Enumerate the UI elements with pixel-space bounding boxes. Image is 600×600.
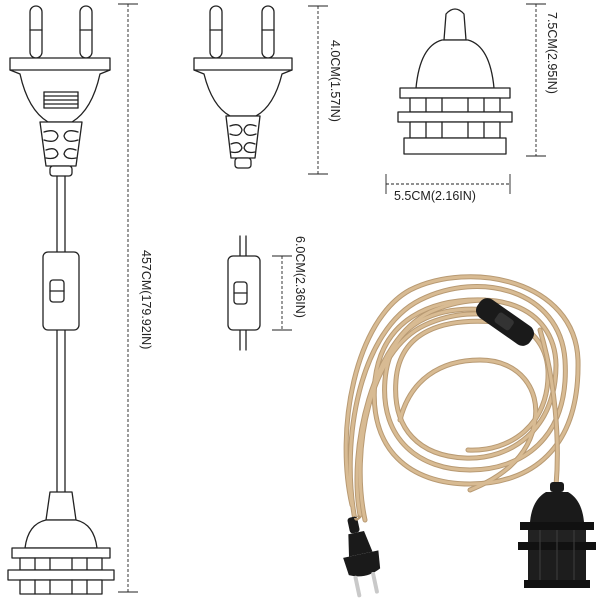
plug-height-dimension: 4.0CM(1.57IN) bbox=[308, 5, 342, 175]
full-assembly-drawing: 457CM(179.92IN) bbox=[7, 3, 153, 595]
socket-height-dimension: 7.5CM(2.95IN) bbox=[526, 3, 559, 157]
lamp-socket-icon bbox=[7, 491, 115, 595]
socket-detail-drawing: 7.5CM(2.95IN) 5.5CM(2.16IN) bbox=[385, 3, 559, 203]
coiled-cable-photo bbox=[343, 274, 596, 598]
plug-height-label: 4.0CM(1.57IN) bbox=[328, 40, 342, 122]
socket-width-label: 5.5CM(2.16IN) bbox=[394, 189, 476, 203]
plug-pins bbox=[29, 5, 93, 59]
socket-height-label: 7.5CM(2.95IN) bbox=[545, 12, 559, 94]
photo-socket bbox=[518, 482, 596, 588]
total-length-dimension: 457CM(179.92IN) bbox=[118, 3, 153, 593]
plug-detail-icon bbox=[193, 57, 293, 169]
switch-length-dimension: 6.0CM(2.36IN) bbox=[272, 236, 307, 331]
plug-grip-lines bbox=[43, 91, 79, 109]
plug-detail-drawing: 4.0CM(1.57IN) bbox=[193, 5, 342, 175]
total-length-label: 457CM(179.92IN) bbox=[139, 250, 153, 349]
switch-length-label: 6.0CM(2.36IN) bbox=[293, 236, 307, 318]
photo-switch bbox=[476, 298, 534, 346]
socket-detail-icon bbox=[397, 8, 513, 155]
cord-line bbox=[56, 175, 66, 493]
inline-switch-icon bbox=[42, 251, 80, 331]
plug-icon bbox=[9, 57, 111, 177]
socket-width-dimension: 5.5CM(2.16IN) bbox=[385, 174, 511, 203]
switch-detail-drawing: 6.0CM(2.36IN) bbox=[227, 235, 307, 351]
photo-plug bbox=[343, 516, 381, 598]
